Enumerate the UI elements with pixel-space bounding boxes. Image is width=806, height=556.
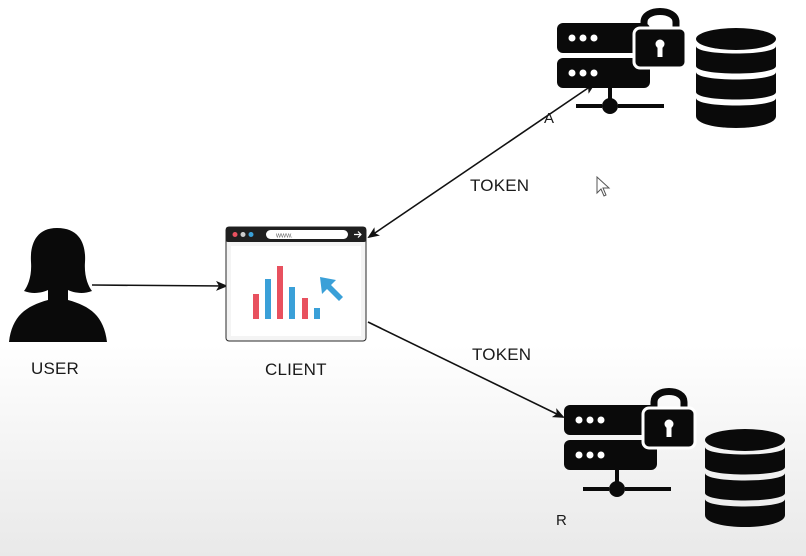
server-r-icon xyxy=(564,405,671,497)
arrow-client-server-a xyxy=(367,82,596,239)
lock-icon-a xyxy=(632,8,688,70)
server-a-label: A xyxy=(544,110,555,127)
user-label: USER xyxy=(31,359,80,378)
lock-icon-r xyxy=(641,388,697,450)
database-icon-a xyxy=(696,28,776,128)
database-icon-r xyxy=(705,429,785,527)
token-label-top: TOKEN xyxy=(470,176,530,195)
server-a-icon xyxy=(557,23,664,114)
client-bar-chart xyxy=(253,266,320,319)
user-icon xyxy=(9,228,107,342)
cursor-arrow-icon xyxy=(320,277,343,301)
client-label: CLIENT xyxy=(265,360,327,379)
mouse-pointer-icon xyxy=(596,175,611,197)
server-r-label: R xyxy=(556,512,568,529)
arrow-user-to-client xyxy=(91,280,228,291)
client-browser-icon: www. xyxy=(225,226,367,342)
token-label-bottom: TOKEN xyxy=(472,345,532,364)
arrow-client-server-r xyxy=(367,321,565,418)
client-url: www. xyxy=(275,233,293,240)
